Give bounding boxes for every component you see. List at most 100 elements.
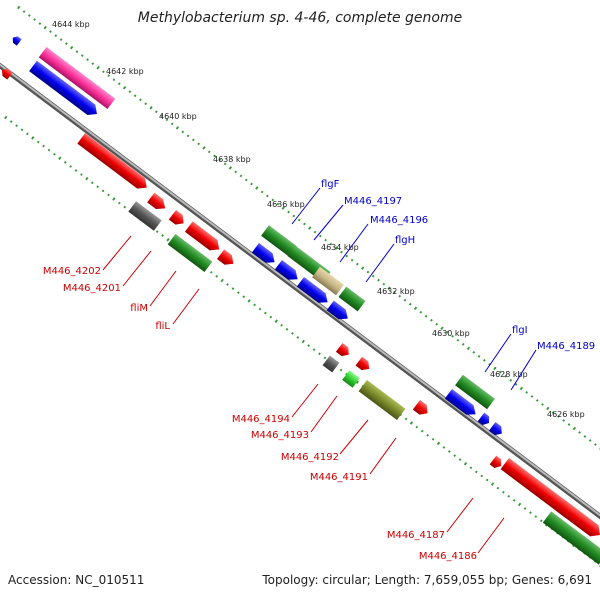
- tick-dot: [424, 314, 428, 318]
- tick-dot: [285, 327, 289, 331]
- gene-label-M446_4201: M446_4201: [63, 283, 121, 294]
- tick-dot: [334, 246, 338, 250]
- tick-dot: [166, 237, 170, 242]
- gene-label-M446_4191: M446_4191: [310, 472, 368, 483]
- tick-dot: [485, 478, 489, 482]
- lower-labels: M446_4202 M446_4201 fliM fliL M446_4194 …: [43, 266, 477, 562]
- tick-dot: [117, 201, 121, 205]
- tick-dot: [366, 270, 370, 274]
- callout-line: [149, 270, 177, 307]
- tick-dot: [463, 461, 468, 466]
- tick-dot: [477, 354, 481, 358]
- tick-dot: [27, 14, 31, 17]
- callout-line: [313, 204, 344, 241]
- tick-dot: [578, 431, 581, 434]
- tick-dot: [535, 399, 539, 402]
- tick-dot: [440, 326, 444, 331]
- tick-dot: [274, 319, 278, 323]
- tick-dot: [572, 426, 576, 431]
- tick-dot: [480, 474, 484, 478]
- tick-dot: [567, 423, 571, 426]
- cds-arrow: [12, 36, 22, 46]
- cds-arrow: [444, 388, 476, 415]
- gene-label-M446_4202: M446_4202: [43, 266, 101, 277]
- tick-dot: [9, 120, 13, 123]
- tick-dot: [496, 486, 500, 490]
- tick-dot: [498, 371, 502, 374]
- tick-dot: [250, 182, 253, 186]
- tick-dot: [36, 140, 40, 144]
- tick-dot: [22, 10, 26, 13]
- tick-dot: [70, 45, 74, 50]
- callout-line: [339, 223, 369, 263]
- tick-dot: [47, 148, 51, 152]
- tick-dot: [49, 30, 52, 33]
- tick-dot: [512, 499, 516, 502]
- rna-feature: [38, 46, 116, 110]
- tick-dot: [112, 78, 116, 82]
- tick-dot: [74, 169, 78, 172]
- cds-arrow: [489, 455, 502, 468]
- callout-line: [477, 517, 505, 554]
- tick-label: 4638 kbp: [213, 155, 251, 164]
- cds-arrow: [555, 499, 600, 537]
- cds-arrow: [251, 242, 275, 263]
- cds-arrow: [296, 276, 328, 303]
- tick-dot: [493, 366, 497, 371]
- tick-dot: [504, 375, 507, 378]
- tick-dot: [96, 185, 100, 189]
- tick-dot: [139, 98, 142, 102]
- tick-dot: [20, 128, 24, 132]
- tick-dot: [223, 162, 227, 166]
- cds-arrow: [355, 356, 370, 371]
- tick-dot: [80, 54, 84, 58]
- tick-dot: [236, 291, 240, 295]
- tick-dot: [15, 124, 18, 128]
- tick-dot: [69, 165, 73, 168]
- tick-dot: [202, 146, 206, 150]
- tick-dot: [431, 437, 435, 441]
- tick-dot: [59, 38, 63, 41]
- gene-label-flgH: flgH: [395, 235, 415, 246]
- callout-line: [339, 419, 369, 455]
- tick-dot: [31, 136, 35, 140]
- tick-dot: [247, 299, 251, 303]
- tick-dot: [107, 193, 110, 197]
- tick-label: 4632 kbp: [377, 287, 415, 296]
- tick-dot: [75, 50, 79, 54]
- tick-dot: [456, 338, 460, 342]
- tick-dot: [107, 74, 111, 78]
- tick-dot: [426, 433, 430, 437]
- tick-dot: [312, 348, 316, 352]
- tick-dot: [546, 406, 550, 411]
- tick-label: 4630 kbp: [432, 329, 470, 338]
- tick-dot: [161, 234, 164, 238]
- callout-line: [310, 395, 338, 433]
- tick-label: 4644 kbp: [52, 20, 90, 29]
- genome-summary-text: Topology: circular; Length: 7,659,055 bp…: [261, 573, 592, 587]
- tick-dot: [445, 330, 449, 334]
- gene-label-flgF: flgF: [321, 179, 340, 190]
- cds-arrow: [412, 399, 428, 415]
- cds-arrow: [77, 133, 147, 189]
- callout-line: [369, 437, 397, 475]
- tick-dot: [297, 218, 301, 222]
- accession-text: Accession: NC_010511: [8, 573, 144, 587]
- tick-dot: [154, 110, 158, 114]
- tick-dot: [42, 144, 45, 148]
- tick-dot: [63, 160, 67, 164]
- cds-arrow: [274, 259, 298, 280]
- tick-dot: [90, 181, 94, 185]
- tick-dot: [149, 106, 153, 110]
- cds-arrow: [335, 342, 349, 357]
- tick-dot: [519, 386, 524, 391]
- tick-dot: [562, 419, 566, 422]
- tick-dot: [461, 342, 465, 346]
- tick-dot: [530, 395, 534, 398]
- flagellar-gene: [358, 379, 406, 421]
- tick-dot: [534, 515, 538, 519]
- gene-label-M446_4193: M446_4193: [251, 430, 309, 441]
- tick-dot: [507, 494, 511, 498]
- gene-block: [128, 201, 162, 231]
